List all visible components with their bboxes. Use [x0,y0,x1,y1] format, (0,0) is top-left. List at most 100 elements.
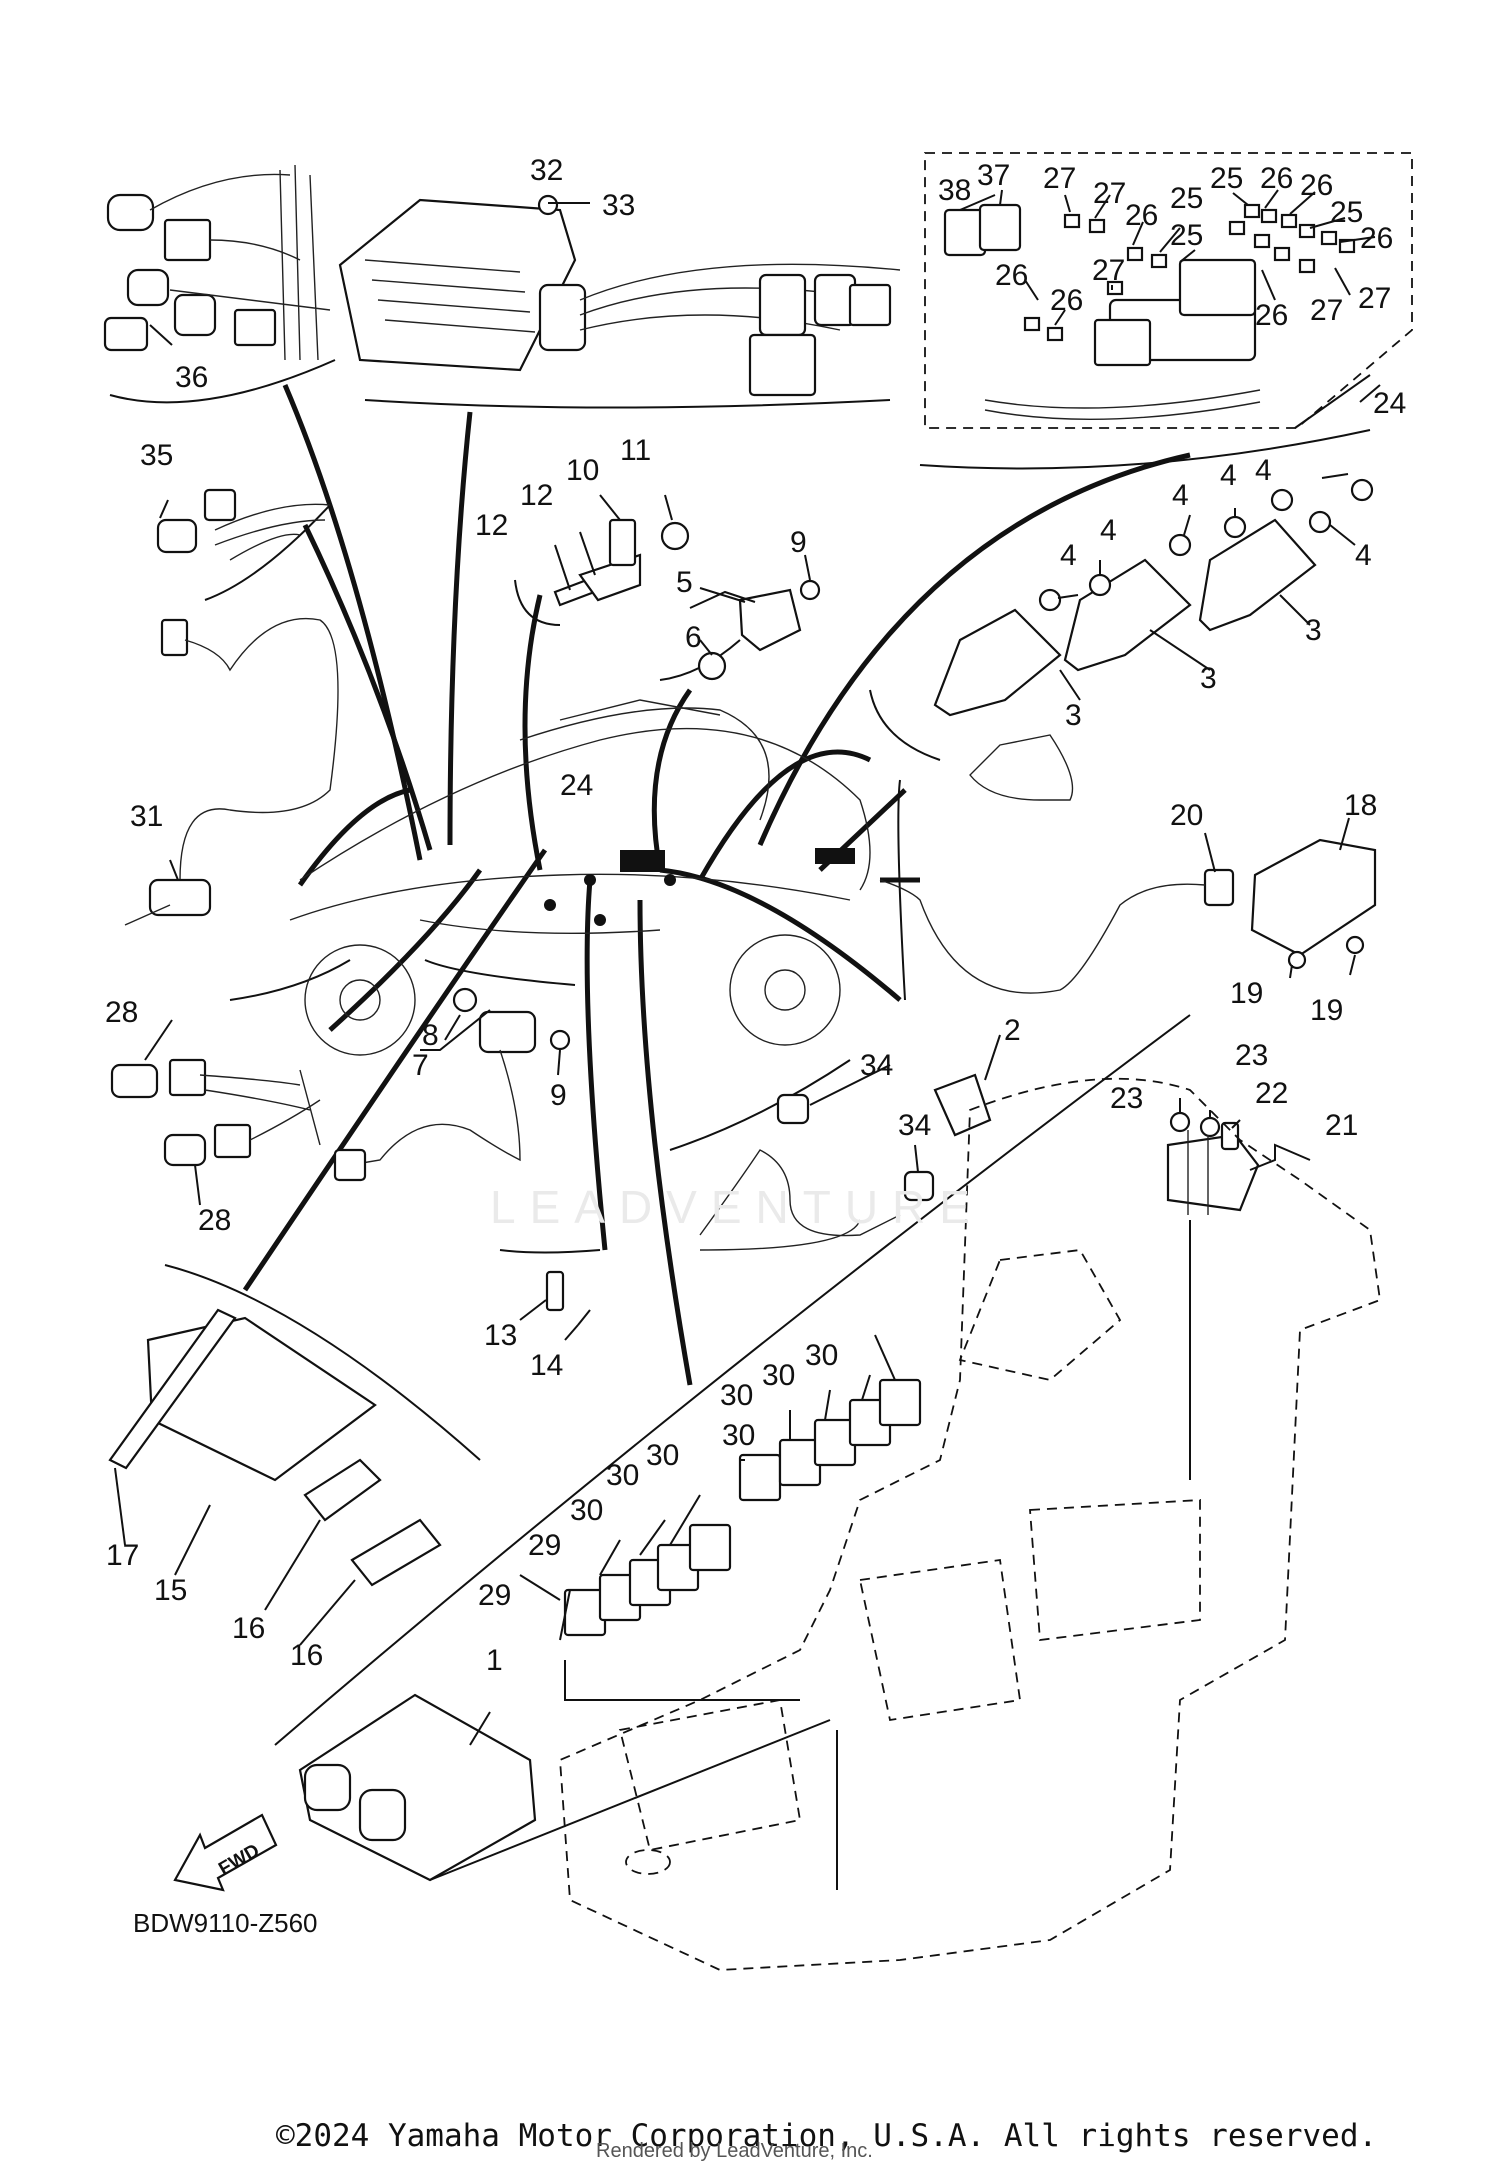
callout-16a: 16 [232,1612,265,1645]
callout-24b: 24 [560,769,593,802]
callout-20: 20 [1170,799,1203,832]
leader-lines [114,189,1381,1746]
callout-37: 37 [977,159,1010,192]
callout-8: 8 [422,1019,439,1052]
relay-fuse-inset [924,152,1413,429]
callout-15: 15 [154,1574,187,1607]
callout-4f: 4 [1355,539,1372,572]
callout-13: 13 [484,1319,517,1352]
callout-36: 36 [175,361,208,394]
spark-plug-13 [545,1270,591,1326]
callout-31: 31 [130,800,163,833]
callout-29a: 29 [528,1529,561,1562]
callout-30a: 30 [570,1494,603,1527]
callout-14: 14 [530,1349,563,1382]
callout-27d: 27 [1310,294,1343,327]
callout-38: 38 [938,174,971,207]
fwd-arrow-icon: FWD [173,1813,278,1892]
callout-3a: 3 [1065,699,1082,732]
callout-7: 7 [412,1049,429,1082]
copyright-notice: ©2024 Yamaha Motor Corporation, U.S.A. A… [276,2118,1378,2154]
callout-30d: 30 [722,1419,755,1452]
callout-4b: 4 [1100,514,1117,547]
callout-30b: 30 [606,1459,639,1492]
callout-27b: 27 [1093,177,1126,210]
callout-22: 22 [1255,1077,1288,1110]
callout-27c: 27 [1092,254,1125,287]
callout-30f: 30 [762,1359,795,1392]
diagram-code: BDW9110-Z560 [133,1908,318,1938]
callout-34a: 34 [860,1049,893,1082]
callout-26c: 26 [1300,169,1333,202]
callout-18: 18 [1344,789,1377,822]
rectifier-18 [879,838,1377,994]
vehicle-silhouette [289,699,871,1056]
callout-27a: 27 [1043,162,1076,195]
callout-25c: 25 [1170,219,1203,252]
callout-3c: 3 [1305,614,1322,647]
callout-9b: 9 [550,1079,567,1112]
callout-27e: 27 [1358,282,1391,315]
connectors-36 [103,164,331,361]
callout-17: 17 [106,1539,139,1572]
callout-labels: 1 2 3 3 3 4 4 4 4 4 4 4 5 6 7 8 9 9 10 1… [105,154,1406,1677]
watermark: LEADVENTURE [490,1181,984,1233]
callout-1: 1 [486,1644,503,1677]
callout-33: 33 [602,189,635,222]
relays-29-30 [563,1378,922,1637]
callout-26d: 26 [1360,222,1393,255]
callout-19a: 19 [1230,977,1263,1010]
callout-34b: 34 [898,1109,931,1142]
callout-30e: 30 [720,1379,753,1412]
group-brackets [109,359,1371,1881]
callout-12a: 12 [520,479,553,512]
callout-25d: 25 [1330,196,1363,229]
callout-24a: 24 [1373,387,1406,420]
pointer-lines [242,384,1191,1386]
callout-28b: 28 [198,1204,231,1237]
callout-30g: 30 [805,1339,838,1372]
callout-26g: 26 [1255,299,1288,332]
callout-28a: 28 [105,996,138,1029]
callout-4e: 4 [1255,454,1272,487]
callout-32: 32 [530,154,563,187]
callout-12b: 12 [475,509,508,542]
callout-4c: 4 [1172,479,1189,512]
sensor-2-connectors-34 [699,1073,992,1251]
callout-4a: 4 [1060,539,1077,572]
callout-25a: 25 [1170,182,1203,215]
callout-30c: 30 [646,1439,679,1472]
callout-26b: 26 [1260,162,1293,195]
callout-23b: 23 [1235,1039,1268,1072]
callout-10: 10 [566,454,599,487]
callout-6: 6 [685,621,702,654]
speed-sensor-7 [333,987,571,1182]
connectors-28 [110,1058,321,1167]
harness-35-31 [124,488,339,926]
callout-11: 11 [620,434,651,467]
callout-2: 2 [1004,1014,1021,1047]
callout-4d: 4 [1220,459,1237,492]
ignition-coils [933,478,1374,801]
callout-29b: 29 [478,1579,511,1612]
callout-25b: 25 [1210,162,1243,195]
ecu-1 [298,1693,537,1882]
callout-26f: 26 [1050,284,1083,317]
starter-relay-21 [1166,1111,1260,1215]
ecu-32 [338,194,901,397]
callout-26e: 26 [995,259,1028,292]
callout-35: 35 [140,439,173,472]
rendered-by-notice: Rendered by LeadVenture, Inc. [596,2140,873,2162]
callout-9a: 9 [790,526,807,559]
frame-dashed [559,1077,1381,1971]
callout-23a: 23 [1110,1082,1143,1115]
callout-3b: 3 [1200,662,1217,695]
callout-26a: 26 [1125,199,1158,232]
callout-16b: 16 [290,1639,323,1672]
sensors-upper [553,518,821,681]
callout-21: 21 [1325,1109,1358,1142]
callout-19b: 19 [1310,994,1343,1027]
callout-5: 5 [676,566,693,599]
manual-pouch-15 [108,1308,442,1587]
